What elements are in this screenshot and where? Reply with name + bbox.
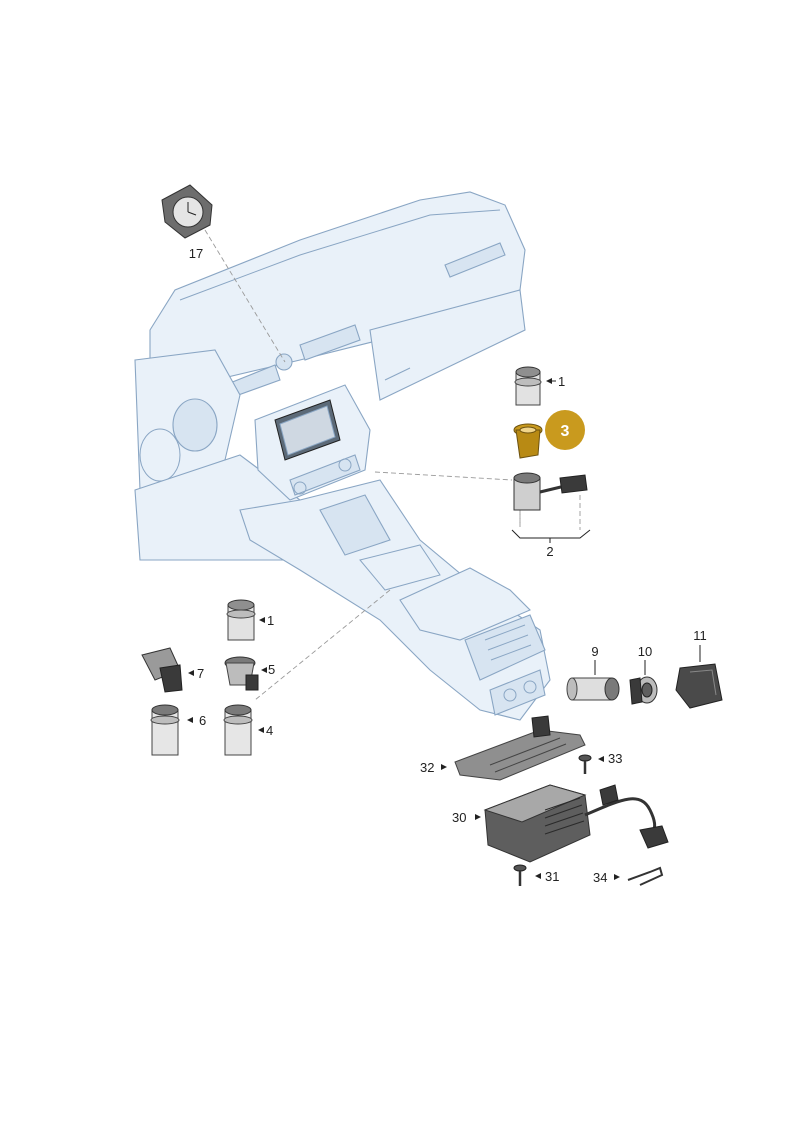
dashboard-illustration [134,191,551,721]
label-5: 5 [268,662,275,677]
label-32: 32 [420,760,434,775]
label-6: 6 [199,713,206,728]
part-5-socket-ring [224,656,259,691]
part-10-socket-ring [629,676,658,705]
part-32-mounting-bracket [454,715,586,781]
label-9: 9 [591,644,598,659]
part-30-control-unit [483,784,669,863]
label-17: 17 [189,246,203,261]
label-30: 30 [452,810,466,825]
label-10: 10 [638,644,652,659]
part-1-socket-lower [226,599,256,641]
bracket-leaders-2 [519,495,581,530]
part-7-socket-cover [141,647,183,693]
label-33: 33 [608,751,622,766]
part-11-cover-trim [675,663,723,709]
part-31-screw [513,864,527,886]
bracket-2 [511,529,591,539]
arrow-1-upper [546,378,552,384]
label-11: 11 [693,628,707,643]
label-1-upper: 1 [558,374,565,389]
part-6-socket [150,704,180,756]
part-3-socket-insert [513,423,543,459]
part-34-retaining-clip [627,866,664,886]
part-17-analog-clock [161,184,213,239]
part-2-socket-with-harness [513,472,588,511]
highlight-badge [545,410,585,450]
label-1-lower: 1 [267,613,274,628]
label-34: 34 [593,870,607,885]
part-33-screw [578,754,592,774]
part-1-socket-upper [514,366,542,406]
label-3-highlighted: 3 [561,423,570,440]
label-4: 4 [266,723,273,738]
label-2: 2 [546,544,553,559]
part-4-socket [223,704,253,756]
label-7: 7 [197,666,204,681]
part-9-usb-socket [566,677,620,701]
label-31: 31 [545,869,559,884]
